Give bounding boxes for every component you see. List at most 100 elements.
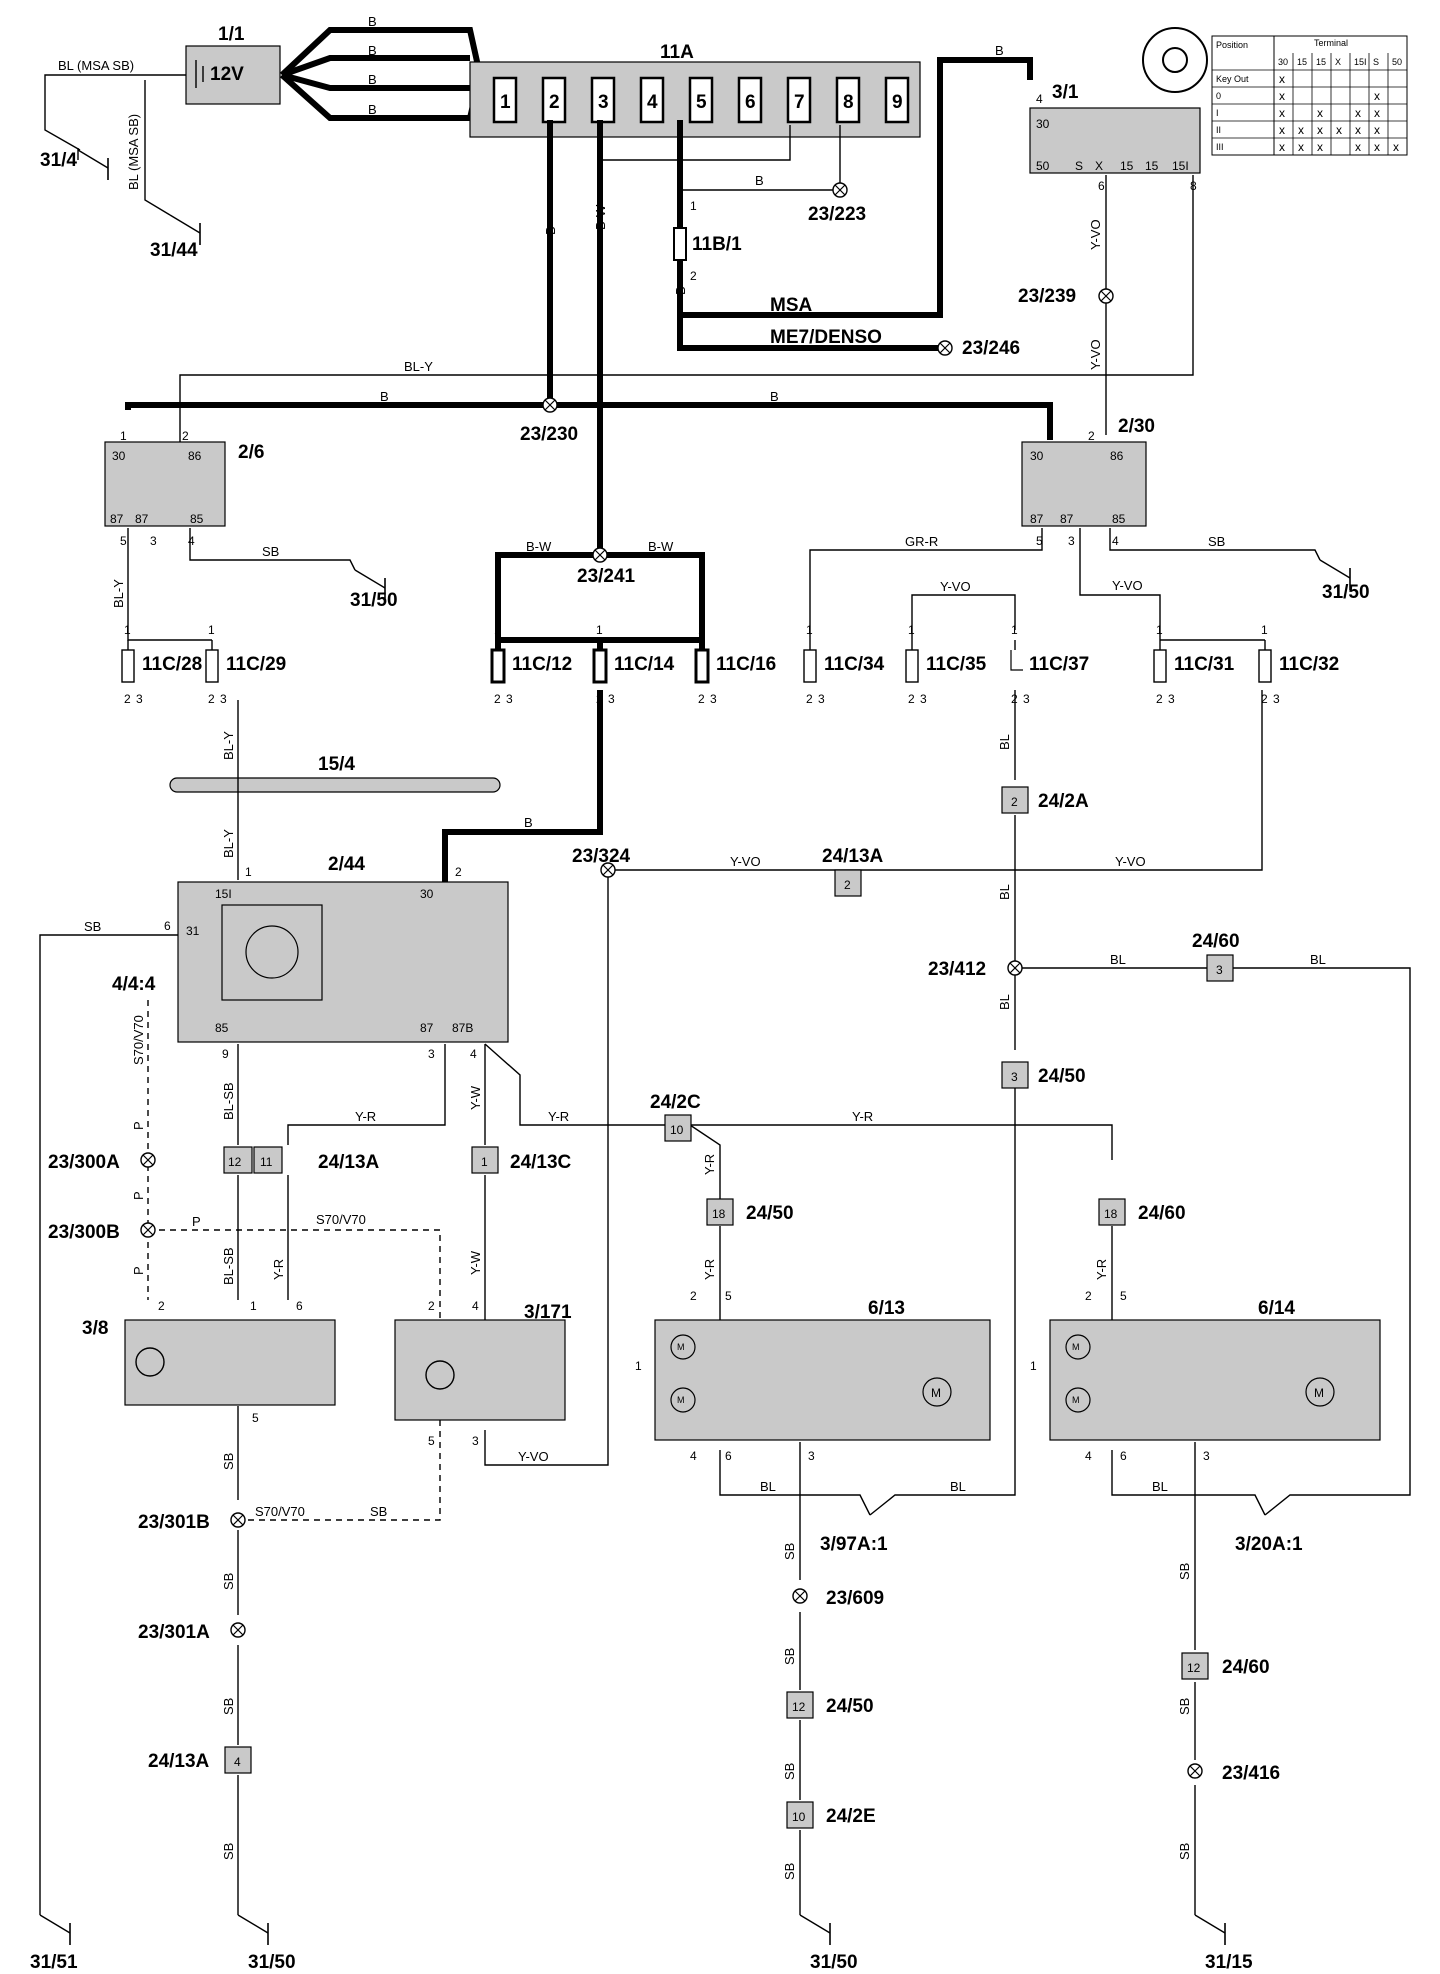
splice-23-300a: 23/300A xyxy=(48,1152,156,1173)
svg-text:24/13C: 24/13C xyxy=(510,1152,572,1173)
svg-text:3: 3 xyxy=(1011,1070,1018,1084)
svg-text:3: 3 xyxy=(608,692,615,706)
svg-text:2/6: 2/6 xyxy=(238,442,264,463)
svg-text:11C/37: 11C/37 xyxy=(1029,654,1089,675)
svg-text:Y-VO: Y-VO xyxy=(1088,219,1103,250)
svg-text:23/609: 23/609 xyxy=(826,1588,884,1609)
svg-text:3: 3 xyxy=(598,92,609,113)
ground-symbol-5 xyxy=(169,214,201,245)
svg-text:24/60: 24/60 xyxy=(1222,1657,1270,1678)
svg-text:B: B xyxy=(524,815,533,830)
svg-text:SB: SB xyxy=(782,1648,797,1665)
svg-text:2: 2 xyxy=(549,92,560,113)
fusebox-pin-9: 9 xyxy=(884,76,910,124)
svg-text:86: 86 xyxy=(1110,449,1124,463)
svg-text:2: 2 xyxy=(690,1289,697,1303)
svg-text:B-W: B-W xyxy=(648,539,674,554)
svg-text:Y-R: Y-R xyxy=(852,1109,873,1124)
svg-text:BL (MSA SB): BL (MSA SB) xyxy=(58,58,134,73)
fusebox-pin-4: 4 xyxy=(639,76,665,124)
svg-text:3: 3 xyxy=(428,1047,435,1061)
svg-text:11C/28: 11C/28 xyxy=(142,654,202,675)
svg-text:5: 5 xyxy=(725,1289,732,1303)
fusebox-pin-1: 1 xyxy=(492,76,518,124)
svg-text:X: X xyxy=(1335,57,1341,67)
svg-text:23/301B: 23/301B xyxy=(138,1512,210,1533)
svg-text:2: 2 xyxy=(158,1299,165,1313)
svg-text:BL: BL xyxy=(1152,1479,1168,1494)
svg-text:B: B xyxy=(368,14,377,29)
svg-text:24/2E: 24/2E xyxy=(826,1806,876,1827)
svg-text:85: 85 xyxy=(1112,512,1126,526)
svg-text:31/51: 31/51 xyxy=(30,1952,78,1973)
svg-text:3: 3 xyxy=(1216,963,1223,977)
fusebox-pin-7: 7 xyxy=(786,76,812,124)
svg-text:4: 4 xyxy=(234,1755,241,1769)
svg-text:Y-R: Y-R xyxy=(548,1109,569,1124)
svg-text:SB: SB xyxy=(1208,534,1225,549)
ground-symbol-7 xyxy=(1319,559,1351,590)
svg-text:5: 5 xyxy=(1036,534,1043,548)
svg-text:2: 2 xyxy=(698,692,705,706)
svg-text:11C/32: 11C/32 xyxy=(1279,654,1339,675)
svg-text:4: 4 xyxy=(690,1449,697,1463)
svg-text:x: x xyxy=(1374,89,1380,103)
svg-text:23/300A: 23/300A xyxy=(48,1152,120,1173)
svg-text:B: B xyxy=(755,173,764,188)
svg-text:Y-VO: Y-VO xyxy=(1115,854,1146,869)
connector-c_24_60_top: 324/60 xyxy=(1192,931,1240,982)
svg-text:24/50: 24/50 xyxy=(826,1696,874,1717)
svg-text:4: 4 xyxy=(1112,534,1119,548)
svg-text:2: 2 xyxy=(1085,1289,1092,1303)
svg-text:24/13A: 24/13A xyxy=(318,1152,380,1173)
splice-23-609: 23/609 xyxy=(792,1588,884,1609)
svg-text:1: 1 xyxy=(1261,623,1268,637)
svg-text:15I: 15I xyxy=(215,887,232,901)
svg-text:2: 2 xyxy=(208,692,215,706)
splice-23-412: 23/412 xyxy=(928,959,1023,980)
svg-text:15: 15 xyxy=(1145,159,1159,173)
svg-text:10: 10 xyxy=(670,1123,684,1137)
svg-text:MSA: MSA xyxy=(770,295,813,316)
svg-text:2: 2 xyxy=(1156,692,1163,706)
splice-23-239: 23/239 xyxy=(1018,286,1114,307)
svg-text:24/13A: 24/13A xyxy=(822,846,884,867)
svg-text:3/20A:1: 3/20A:1 xyxy=(1235,1534,1303,1555)
svg-text:0: 0 xyxy=(1216,91,1221,101)
svg-text:SB: SB xyxy=(782,1763,797,1780)
svg-text:31/50: 31/50 xyxy=(248,1952,296,1973)
svg-text:11: 11 xyxy=(260,1155,273,1169)
svg-text:B-W: B-W xyxy=(526,539,552,554)
svg-text:BL: BL xyxy=(1310,952,1326,967)
svg-text:3: 3 xyxy=(220,692,227,706)
svg-text:6: 6 xyxy=(725,1449,732,1463)
svg-text:3: 3 xyxy=(710,692,717,706)
svg-text:6: 6 xyxy=(1120,1449,1127,1463)
connector-c_24_13a_top: 224/13A xyxy=(822,846,884,897)
svg-text:Y-R: Y-R xyxy=(271,1259,286,1280)
svg-text:x: x xyxy=(1279,106,1285,120)
svg-text:4: 4 xyxy=(647,92,658,113)
svg-text:31/50: 31/50 xyxy=(1322,582,1370,603)
svg-text:1: 1 xyxy=(120,429,127,443)
svg-text:Y-R: Y-R xyxy=(702,1154,717,1175)
splice-23-241: 23/241 xyxy=(577,547,636,587)
svg-text:I: I xyxy=(1216,108,1219,118)
svg-text:6: 6 xyxy=(164,919,171,933)
svg-text:87: 87 xyxy=(420,1021,434,1035)
svg-text:11A: 11A xyxy=(660,42,694,63)
svg-text:23/230: 23/230 xyxy=(520,424,578,445)
svg-text:Terminal: Terminal xyxy=(1314,38,1348,48)
svg-text:23/412: 23/412 xyxy=(928,959,986,980)
svg-text:1: 1 xyxy=(806,623,813,637)
svg-text:Y-VO: Y-VO xyxy=(940,579,971,594)
svg-text:5: 5 xyxy=(1120,1289,1127,1303)
svg-text:12: 12 xyxy=(792,1700,806,1714)
